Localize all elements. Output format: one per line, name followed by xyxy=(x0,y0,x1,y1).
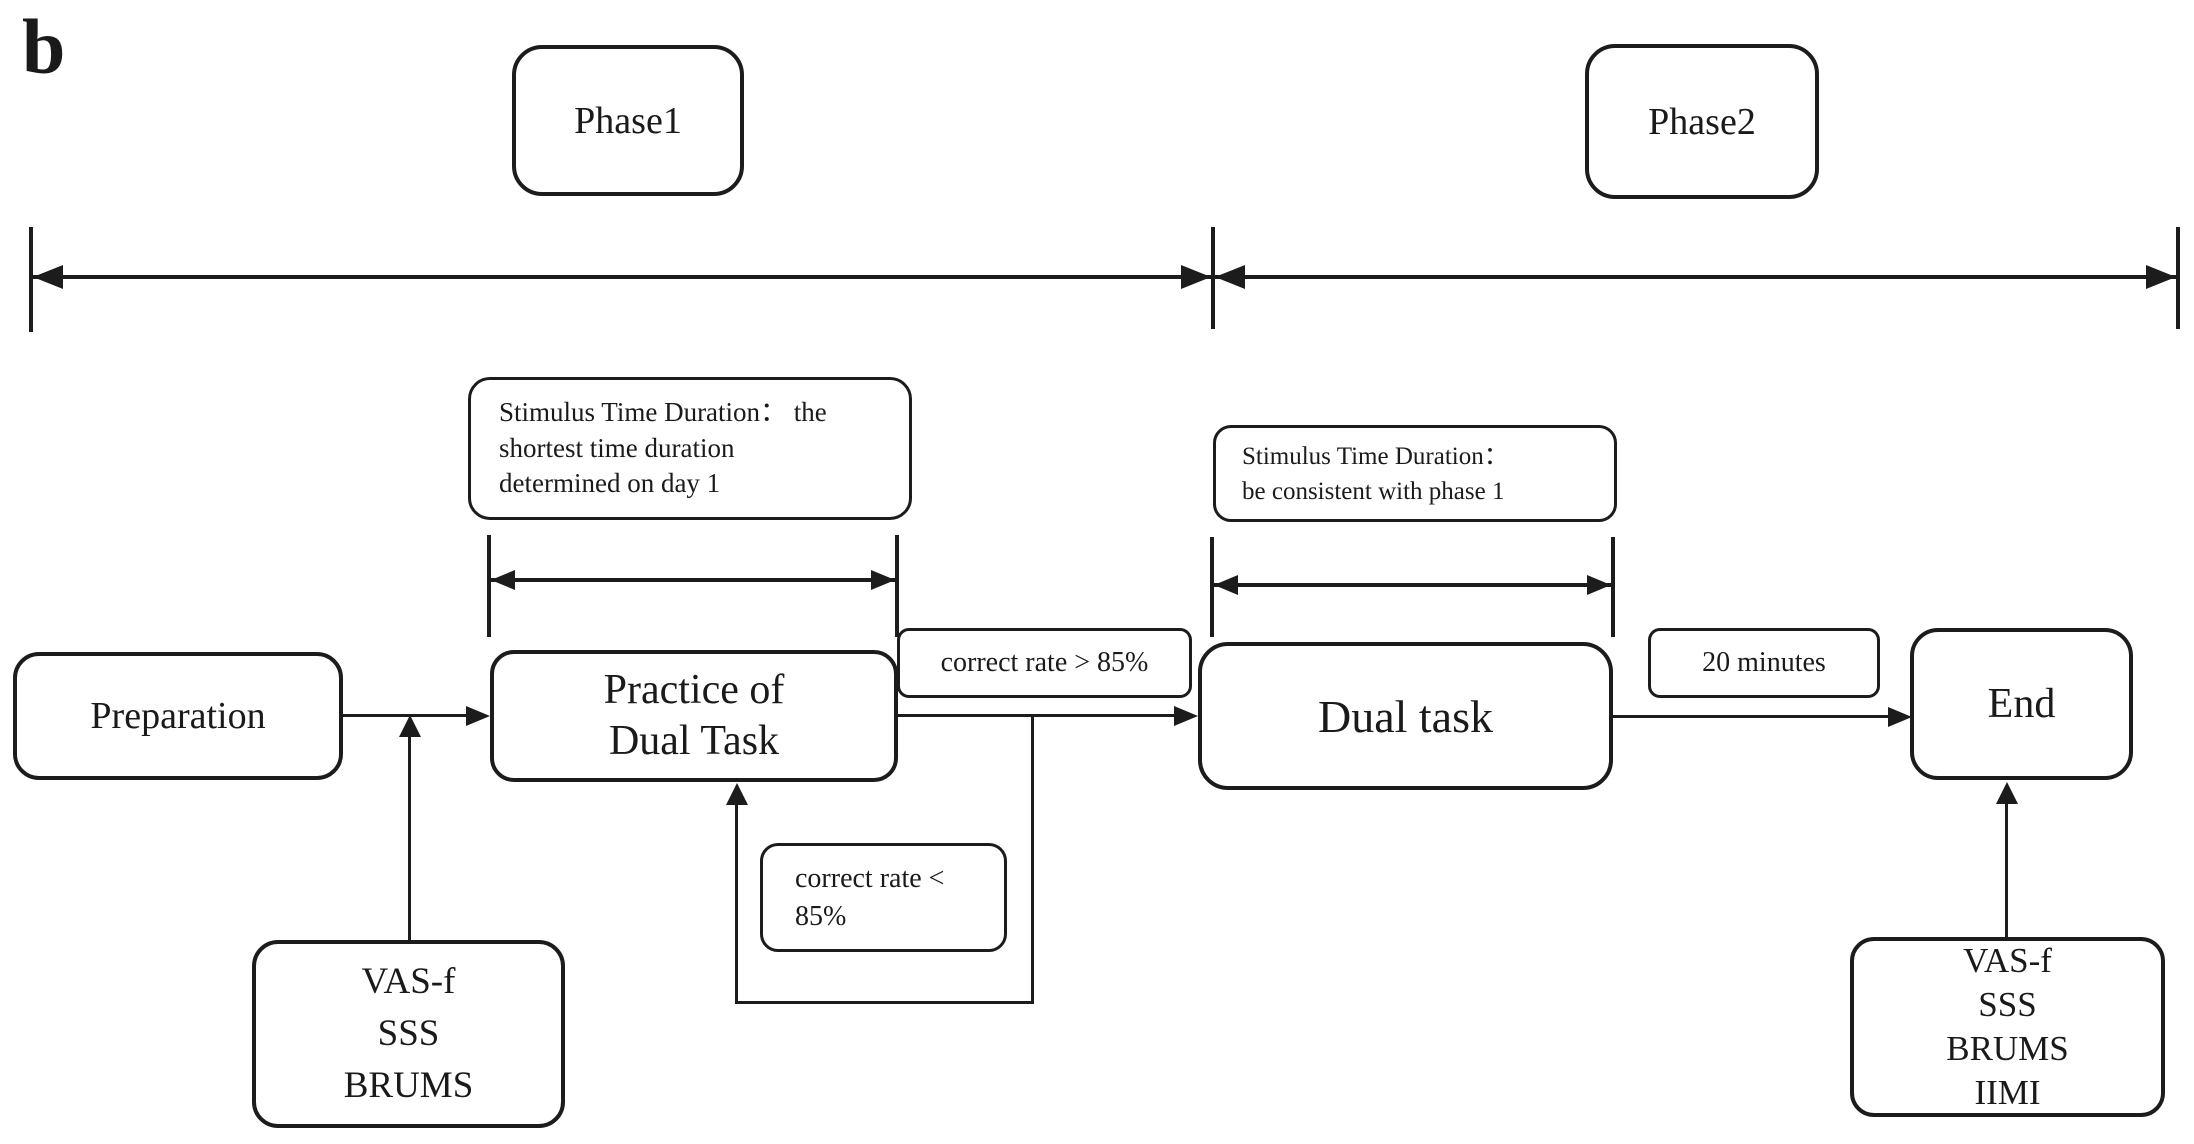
questionnaires-pre-box: VAS-f SSS BRUMS xyxy=(252,940,565,1128)
twenty-minutes-box: 20 minutes xyxy=(1648,628,1880,698)
connector-preparation-practice-arrowhead-icon xyxy=(466,706,490,726)
loop-arrowhead-up-icon xyxy=(726,783,748,805)
correct-rate-high-label: correct rate > 85% xyxy=(940,647,1149,678)
phase1-span-line xyxy=(33,275,1211,279)
correct-rate-high-box: correct rate > 85% xyxy=(897,628,1192,698)
questionnaire-pre-vasf: VAS-f xyxy=(361,961,456,1003)
questionnaire-post-sss: SSS xyxy=(1978,984,2037,1024)
stimulus-duration-phase1-line3: determined on day 1 xyxy=(499,468,721,499)
twenty-minutes-label: 20 minutes xyxy=(1702,647,1826,678)
questionnaires-post-arrow-line xyxy=(2005,802,2008,937)
phase1-span-arrowhead-right-icon xyxy=(1181,265,1211,289)
dual-task-box: Dual task xyxy=(1198,642,1613,790)
loop-up-line xyxy=(735,804,738,1004)
timeline-tick-right xyxy=(2176,227,2180,329)
connector-practice-dualtask-arrowhead-icon xyxy=(1174,706,1198,726)
duration1-tick-left xyxy=(487,535,491,637)
stimulus-duration-phase1-line2: shortest time duration xyxy=(499,432,735,463)
preparation-label: Preparation xyxy=(90,695,266,737)
questionnaire-post-brums: BRUMS xyxy=(1946,1029,2069,1068)
questionnaire-post-vasf: VAS-f xyxy=(1963,940,2052,980)
correct-rate-low-line2: 85% xyxy=(795,900,847,932)
duration1-tick-right xyxy=(895,535,899,637)
phase2-span-arrowhead-left-icon xyxy=(1215,265,1245,289)
figure-label: b xyxy=(22,3,66,90)
questionnaires-pre-arrowhead-up-icon xyxy=(399,715,421,737)
questionnaire-pre-brums: BRUMS xyxy=(343,1064,474,1106)
duration2-arrowhead-right-icon xyxy=(1587,575,1611,595)
correct-rate-low-box: correct rate < 85% xyxy=(760,843,1007,952)
practice-label-line1: Practice of xyxy=(603,666,785,713)
questionnaires-post-arrowhead-up-icon xyxy=(1996,782,2018,804)
duration1-arrowhead-right-icon xyxy=(871,570,895,590)
questionnaires-post-box: VAS-f SSS BRUMS IIMI xyxy=(1850,937,2165,1117)
phase2-label: Phase2 xyxy=(1648,100,1756,143)
duration2-tick-right xyxy=(1611,537,1615,637)
stimulus-duration-phase1-box: Stimulus Time Duration： the shortest tim… xyxy=(468,377,912,520)
stimulus-duration-phase2-line1: Stimulus Time Duration： xyxy=(1242,442,1509,470)
phase2-span-line xyxy=(1215,275,2176,279)
duration2-tick-left xyxy=(1210,537,1214,637)
practice-dual-task-box: Practice of Dual Task xyxy=(490,650,898,782)
end-box: End xyxy=(1910,628,2133,780)
duration2-arrowhead-left-icon xyxy=(1214,575,1238,595)
correct-rate-low-line1: correct rate < xyxy=(795,862,945,894)
questionnaire-pre-sss: SSS xyxy=(377,1013,440,1055)
dual-task-label: Dual task xyxy=(1317,690,1493,742)
questionnaire-post-iimi: IIMI xyxy=(1974,1073,2041,1113)
phase1-span-arrowhead-left-icon xyxy=(33,265,63,289)
duration1-line xyxy=(491,578,895,582)
connector-practice-dualtask xyxy=(898,714,1176,717)
duration1-arrowhead-left-icon xyxy=(491,570,515,590)
phase1-label: Phase1 xyxy=(574,99,682,142)
phase1-box: Phase1 xyxy=(512,45,744,196)
phase2-span-arrowhead-right-icon xyxy=(2146,265,2176,289)
connector-dualtask-end-arrowhead-icon xyxy=(1888,707,1912,727)
timeline-tick-left xyxy=(29,227,33,332)
loop-down-line xyxy=(1031,716,1034,1004)
stimulus-duration-phase2-line2: be consistent with phase 1 xyxy=(1242,477,1505,505)
end-label: End xyxy=(1987,681,2056,727)
duration2-line xyxy=(1214,583,1611,587)
practice-label-line2: Dual Task xyxy=(608,718,780,764)
loop-bottom-line xyxy=(735,1001,1034,1004)
connector-dualtask-end xyxy=(1613,715,1890,718)
stimulus-duration-phase2-box: Stimulus Time Duration： be consistent wi… xyxy=(1213,425,1617,522)
phase2-box: Phase2 xyxy=(1585,44,1819,199)
preparation-box: Preparation xyxy=(13,652,343,780)
timeline-tick-middle xyxy=(1211,227,1215,329)
questionnaires-pre-arrow-line xyxy=(408,736,411,940)
stimulus-duration-phase1-line1: Stimulus Time Duration： the xyxy=(499,397,827,428)
